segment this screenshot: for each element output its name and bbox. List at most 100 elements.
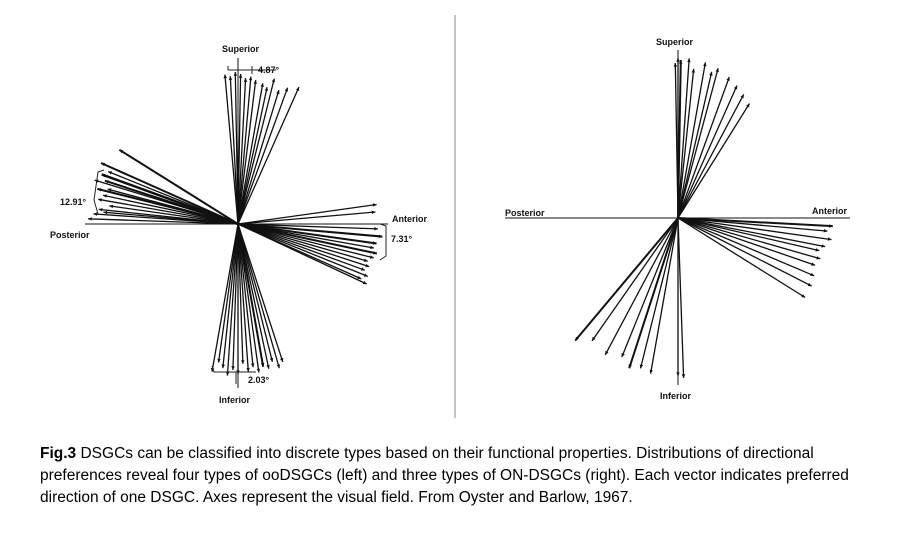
left-arrowhead <box>246 367 250 372</box>
left-arrowhead <box>241 360 245 364</box>
left-vector <box>232 223 239 370</box>
left-arrowhead <box>360 267 365 271</box>
right-vector-plot: Superior Inferior Anterior Posterior <box>505 37 850 401</box>
left-vector <box>237 78 275 225</box>
left-vector <box>237 223 383 238</box>
right-arrowhead <box>679 60 683 64</box>
left-arrowhead <box>365 263 370 268</box>
left-arrowhead <box>93 212 98 216</box>
right-arrowhead <box>605 350 609 355</box>
left-vector <box>237 83 264 225</box>
right-vector <box>639 217 679 369</box>
right-label-anterior: Anterior <box>812 206 848 216</box>
left-vector <box>237 223 374 259</box>
right-arrowhead <box>821 244 826 248</box>
left-vector <box>109 205 239 225</box>
right-arrowhead <box>715 68 719 73</box>
left-arrowhead <box>108 171 113 175</box>
left-arrowhead <box>104 180 109 184</box>
right-label-inferior: Inferior <box>660 391 692 401</box>
left-vector <box>237 89 280 225</box>
right-vector <box>628 217 679 369</box>
right-arrowhead <box>740 94 744 99</box>
right-vector <box>677 68 719 219</box>
left-arrowhead <box>363 273 368 277</box>
left-vector-plot: Superior Inferior Anterior Posterior 4.8… <box>50 44 428 405</box>
left-arrowhead <box>271 78 276 83</box>
left-vector <box>211 223 239 372</box>
right-vector <box>677 217 826 248</box>
right-arrowhead <box>575 336 579 341</box>
left-vector <box>98 198 239 225</box>
right-vector <box>677 58 690 219</box>
right-vector <box>677 217 685 378</box>
left-label-inferior: Inferior <box>219 395 251 405</box>
right-vector <box>677 59 682 219</box>
right-vector <box>677 217 832 241</box>
left-arrowhead <box>370 245 374 250</box>
right-arrowhead <box>823 229 828 233</box>
left-vector <box>237 223 280 369</box>
left-vector <box>88 218 239 225</box>
right-vector <box>677 217 806 299</box>
left-arrowhead <box>371 210 376 214</box>
inferior-angle-bracket <box>211 365 256 384</box>
left-vector <box>237 223 244 364</box>
left-arrowhead <box>225 371 230 376</box>
left-arrowhead <box>231 366 235 370</box>
left-vector <box>237 223 260 373</box>
right-vector <box>677 217 820 252</box>
right-vector <box>677 94 745 219</box>
left-vector <box>100 162 239 225</box>
left-label-anterior: Anterior <box>392 214 428 224</box>
right-arrowhead <box>687 58 691 63</box>
left-arrowhead <box>284 87 288 92</box>
left-arrowhead <box>221 364 225 369</box>
right-vector <box>677 68 695 219</box>
right-vector <box>649 217 679 374</box>
right-arrowhead <box>681 374 686 378</box>
left-vector <box>237 223 378 255</box>
posterior-angle-bracket <box>93 169 105 215</box>
left-arrowhead <box>228 76 233 80</box>
left-vector <box>102 194 239 225</box>
left-arrowhead <box>269 357 274 362</box>
right-arrowhead <box>592 336 596 341</box>
right-arrowhead <box>801 294 806 298</box>
left-arrowhead <box>369 255 374 259</box>
left-arrowhead <box>103 210 108 215</box>
left-arrowhead <box>248 76 253 81</box>
left-vector <box>237 223 284 363</box>
right-vector <box>604 217 679 356</box>
left-arrowhead <box>357 275 362 279</box>
right-label-posterior: Posterior <box>505 208 545 218</box>
left-arrowhead <box>233 72 238 76</box>
left-vector <box>93 213 239 225</box>
left-vector <box>237 80 257 225</box>
right-arrowhead <box>811 262 816 266</box>
right-arrowhead <box>709 71 713 76</box>
right-arrowhead <box>726 77 730 81</box>
left-arrowhead <box>378 234 383 239</box>
right-arrowhead <box>733 85 738 90</box>
right-arrowhead <box>815 248 820 252</box>
left-vector <box>237 223 265 367</box>
right-vector <box>677 217 828 232</box>
right-vectors <box>574 58 833 378</box>
left-arrowhead <box>109 204 114 209</box>
left-arrowhead <box>362 280 367 285</box>
right-vector <box>677 71 713 219</box>
left-label-posterior: Posterior <box>50 230 90 240</box>
left-arrowhead <box>264 87 269 91</box>
left-arrowhead <box>217 358 221 363</box>
right-arrowhead <box>673 63 678 67</box>
left-vector <box>237 223 249 372</box>
right-vector <box>677 76 730 219</box>
superior-angle-bracket <box>227 66 276 74</box>
left-vector <box>237 223 367 285</box>
right-vector <box>674 62 679 219</box>
left-vector <box>237 223 368 262</box>
left-arrowhead <box>276 90 280 95</box>
left-label-superior: Superior <box>222 44 260 54</box>
left-vector <box>237 223 377 245</box>
